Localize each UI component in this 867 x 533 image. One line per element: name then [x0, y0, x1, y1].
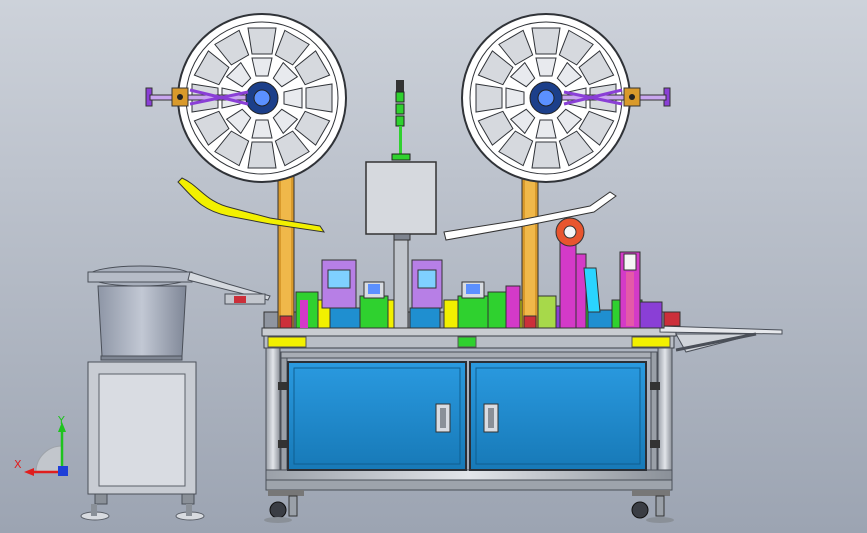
- signal-tower-icon: [391, 80, 411, 161]
- xyz-axis-triad-icon: Y X: [14, 414, 68, 476]
- y-axis-label: Y: [57, 414, 65, 427]
- tape-reel-icon[interactable]: [177, 13, 347, 183]
- vibratory-bowl-feeder[interactable]: [80, 265, 271, 521]
- tape-path-right: [443, 191, 617, 241]
- machine-frame[interactable]: [261, 327, 677, 491]
- caster-wheels: [264, 490, 674, 523]
- tape-path-left: [177, 177, 326, 233]
- reel-arm-left[interactable]: [145, 87, 249, 107]
- discharge-chute[interactable]: [659, 311, 783, 353]
- x-axis-label: X: [14, 458, 22, 471]
- roller-press-unit[interactable]: [555, 217, 641, 329]
- cabinet-door-right[interactable]: [469, 361, 647, 471]
- reel-arm-right[interactable]: [561, 87, 671, 107]
- cabinet-door-left[interactable]: [287, 361, 467, 471]
- center-control-box[interactable]: [365, 161, 437, 241]
